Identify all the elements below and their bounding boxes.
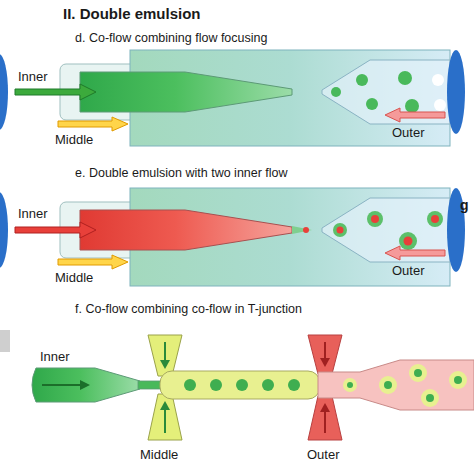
cropped-outlet [0,192,8,268]
flow-label: Inner [40,350,70,364]
panel-d-device [15,50,465,146]
cropped-bar [0,330,10,352]
cropped-outlet [0,54,8,130]
panel-heading: e. Double emulsion with two inner flow [75,167,288,181]
panel-heading: f. Co-flow combining co-flow in T-juncti… [75,303,302,317]
flow-label: Outer [392,126,425,140]
flow-label: Middle [140,448,178,462]
flow-label: Middle [55,271,93,285]
flow-label: Middle [55,133,93,147]
panel-f-device [32,335,474,440]
panel-heading: d. Co-flow combining flow focusing [75,32,267,46]
flow-label: Outer [307,448,340,462]
flow-label: Inner [18,70,48,84]
flow-label: Outer [392,264,425,278]
panel-e-device [15,188,465,286]
panel-letter: g [460,198,469,213]
figure-title: II. Double emulsion [63,6,201,23]
flow-label: Inner [18,207,48,221]
